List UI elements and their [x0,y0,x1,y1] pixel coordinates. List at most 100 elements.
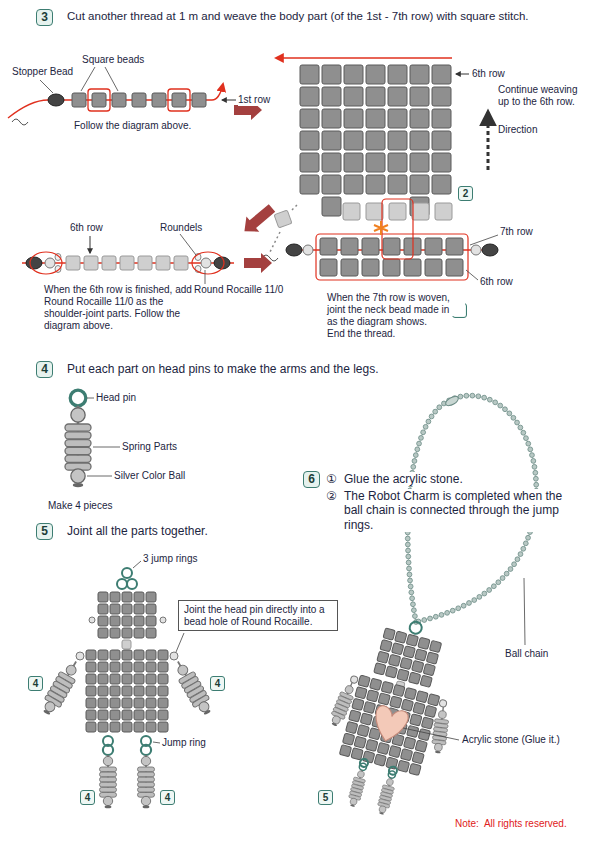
square-bead [344,65,363,84]
square-bead [274,210,292,228]
chain-ball [521,430,526,435]
leader-arrow [222,100,236,101]
square-bead [110,686,120,696]
square-bead [407,725,419,737]
square-bead [425,238,442,255]
leader-line [87,476,112,477]
square-bead [110,592,120,602]
chain-ball [512,562,517,567]
part-label: 3 jump rings [143,553,197,565]
square-bead [385,666,397,678]
leader-line [87,398,94,399]
square-bead [360,713,372,725]
chain-ball [487,588,492,593]
square-bead [322,175,341,194]
chain-ball [405,542,410,547]
square-bead [435,203,452,220]
square-bead [134,722,144,732]
square-bead [98,628,108,638]
chain-ball [423,424,428,429]
step-arrow [244,253,272,273]
square-bead [432,65,451,84]
square-bead [134,592,144,602]
head-pin-end [143,806,150,809]
node-text: 5 [41,525,48,539]
node-text: 4 [215,678,221,690]
part-label: Stopper Bead [12,66,73,78]
jump-ring [127,579,137,589]
square-bead [346,721,358,733]
leader-line [205,270,206,284]
chain-ball [515,420,520,425]
leader-arrow [90,236,91,253]
part-label: Continue weaving up to the 6th row. [498,84,590,108]
square-bead [366,131,385,150]
square-bead [342,733,354,745]
part-label: Direction [498,124,537,136]
leader-line [524,578,525,645]
square-bead [341,238,358,255]
square-bead [388,65,407,84]
part-label: 6th row [472,68,505,80]
robot-charm [308,606,476,826]
square-bead [415,649,427,661]
chain-ball [515,557,520,562]
square-bead [66,256,80,270]
square-bead [122,604,132,614]
silver-ball [141,756,150,765]
square-bead [374,754,386,766]
square-bead [86,686,96,696]
square-bead [92,93,106,107]
round-rocaille [350,675,359,684]
square-bead [426,652,438,664]
square-bead [418,728,430,740]
square-bead [300,109,319,128]
part-label: 6th row [480,276,513,288]
step-number: 4 [36,361,53,378]
silver-ball [103,756,112,765]
square-bead [410,131,429,150]
chain-ball [511,415,516,420]
leader-line [40,80,53,93]
thread [8,84,223,118]
leader-line [93,447,120,448]
thread [276,57,452,58]
chain-ball [409,590,414,595]
jump-ring [122,568,132,578]
square-bead [98,686,108,696]
square-bead [352,698,364,710]
part-label: Jump ring [162,737,206,749]
square-bead [172,93,186,107]
grid-figure [262,58,488,261]
spring-coil [65,440,91,447]
head-pin-loop [70,390,86,406]
square-bead [401,699,413,711]
square-bead [423,664,435,676]
square-bead [110,604,120,614]
square-bead [388,87,407,106]
chain-ball [445,610,450,615]
chain-ball [412,459,417,464]
square-bead [404,687,416,699]
part-label: Make 4 pieces [48,500,112,512]
round-rocaille [471,245,481,255]
step-text: Cut another thread at 1 m and weave the … [67,10,529,24]
head-pin-end [350,804,355,807]
node-text: Joint the head pin directly into a bead … [184,604,332,627]
square-bead [366,153,385,172]
silver-ball [71,469,85,483]
part-label: 1st row [238,94,270,106]
square-bead [174,256,188,270]
square-bead [420,675,432,687]
square-bead [86,710,96,720]
spring-coil [65,455,91,462]
square-bead [403,646,415,658]
square-bead [412,203,429,220]
square-bead [146,616,156,626]
square-bead [98,650,108,660]
square-bead [158,674,168,684]
spring-coil [100,782,117,787]
square-bead [363,701,375,713]
square-bead [300,131,319,150]
silver-ball [438,710,447,719]
